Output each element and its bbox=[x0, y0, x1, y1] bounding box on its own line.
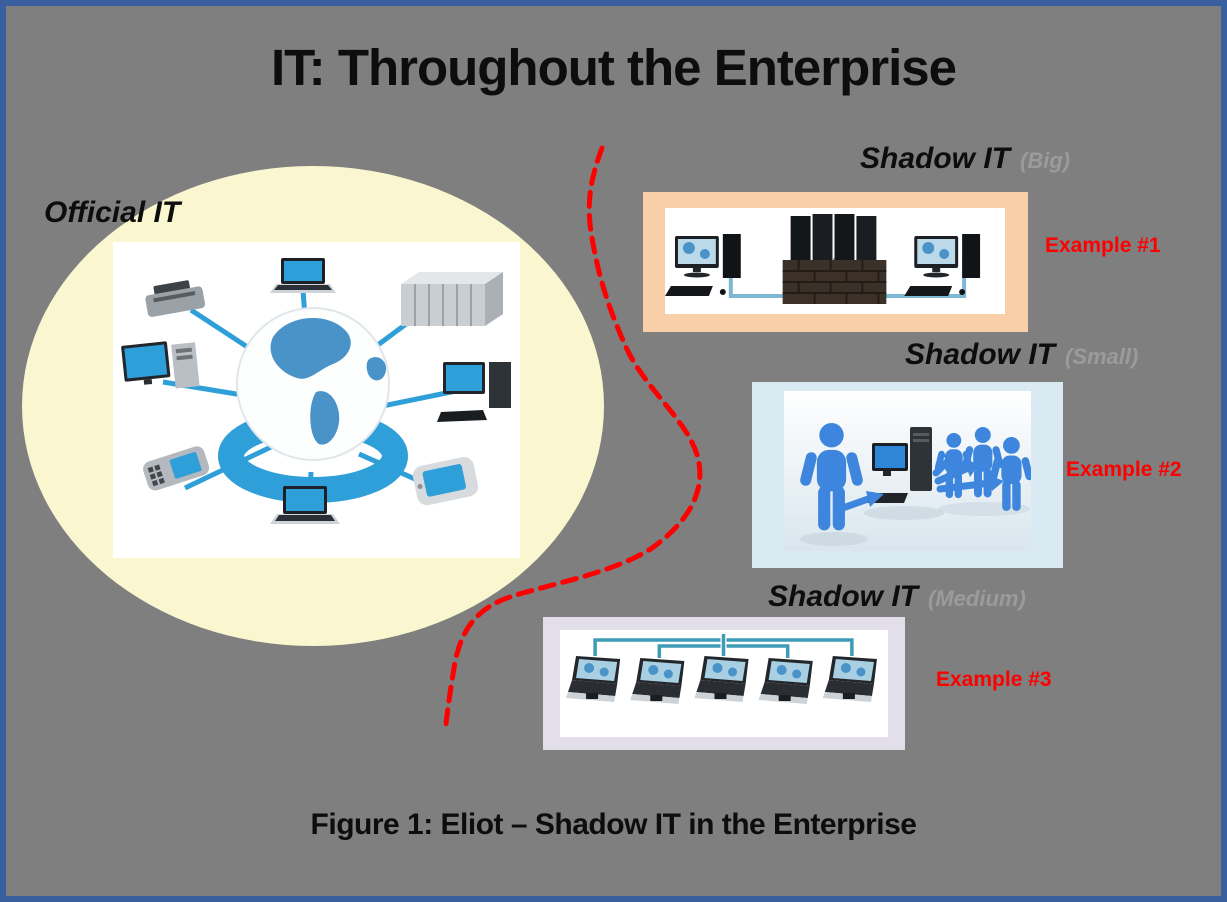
example-1-label: Example #1 bbox=[1045, 234, 1161, 257]
laptop-top-icon bbox=[270, 258, 336, 293]
official-it-label: Official IT bbox=[44, 196, 181, 229]
firewall-brick-wall-icon bbox=[782, 260, 887, 304]
shadow-it-big-image-inner bbox=[665, 208, 1005, 314]
printer-icon bbox=[145, 280, 206, 317]
official-it-image bbox=[113, 242, 520, 558]
shadow-it-big-size: (Big) bbox=[1020, 148, 1071, 173]
shadow-it-medium-image-inner bbox=[560, 630, 888, 737]
flow-arrows bbox=[836, 451, 1004, 513]
example-2-label: Example #2 bbox=[1066, 458, 1182, 481]
shadow-it-small-title: Shadow IT bbox=[905, 338, 1055, 371]
globe-icon bbox=[236, 307, 390, 461]
example-3-label: Example #3 bbox=[936, 668, 1052, 691]
server-rack-icon bbox=[401, 272, 503, 326]
slide-title: IT: Throughout the Enterprise bbox=[271, 39, 957, 96]
shadow-it-small-image bbox=[752, 382, 1063, 568]
shadow-it-medium-title: Shadow IT bbox=[768, 580, 918, 613]
shadow-it-small-size: (Small) bbox=[1065, 344, 1139, 369]
desktop-computer-icon bbox=[862, 427, 932, 503]
globe-network-illustration bbox=[113, 242, 520, 558]
laptops-network-illustration bbox=[560, 630, 888, 737]
shadow-it-small-label: Shadow IT (Small) bbox=[905, 338, 1138, 372]
people-computer-illustration bbox=[784, 391, 1031, 551]
big-network-illustration bbox=[665, 208, 1005, 314]
shadow-it-medium-label: Shadow IT (Medium) bbox=[768, 580, 1026, 614]
laptop-bottom-icon bbox=[270, 486, 340, 524]
shadow-it-big-title: Shadow IT bbox=[860, 142, 1010, 175]
shadow-it-medium-image bbox=[543, 617, 905, 750]
shadow-it-small-image-inner bbox=[784, 391, 1031, 551]
shadow-it-big-image bbox=[643, 192, 1028, 332]
mobile-phone-icon bbox=[143, 446, 210, 491]
shadow-it-big-label: Shadow IT (Big) bbox=[860, 142, 1070, 176]
shadow-it-medium-size: (Medium) bbox=[928, 586, 1026, 611]
figure-caption: Figure 1: Eliot – Shadow IT in the Enter… bbox=[310, 808, 917, 841]
monitor-tower-left-icon bbox=[121, 341, 200, 389]
server-cluster-icon bbox=[790, 214, 877, 262]
